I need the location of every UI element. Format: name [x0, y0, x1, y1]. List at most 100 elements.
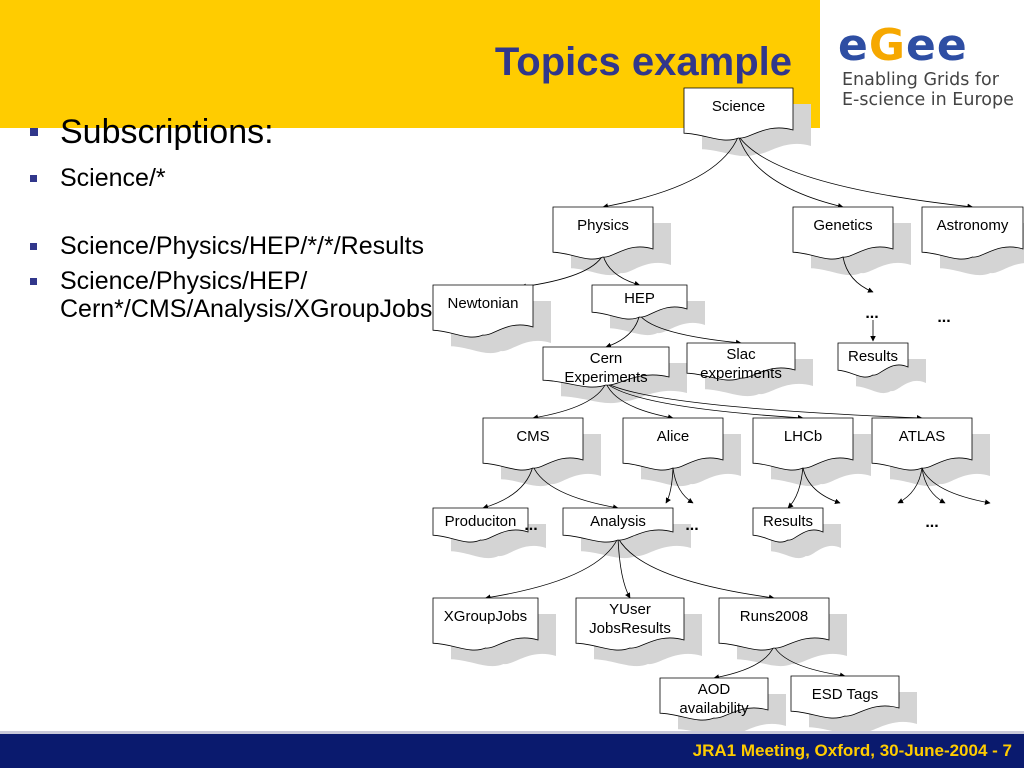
topic-node-label: XGroupJobs [444, 608, 527, 625]
topic-node-label: AOD [698, 681, 731, 698]
footer-band [0, 734, 1024, 768]
ellipsis-marker: ... [865, 305, 878, 322]
topic-node-label: Newtonian [448, 295, 519, 312]
bullet-list: Subscriptions: Science/* Science/Physics/H… [30, 112, 432, 325]
bullet-item: Science/Physics/HEP/ [30, 266, 432, 297]
topic-node-label: JobsResults [589, 620, 671, 637]
topic-node-label: Physics [577, 217, 629, 234]
topic-node-produciton [432, 507, 529, 543]
topic-node-xgroupjobs [432, 597, 539, 651]
topic-node-yuser [575, 597, 685, 651]
bullet-marker [30, 243, 37, 250]
topic-node-label: CMS [516, 428, 549, 445]
ellipsis-marker: ... [524, 517, 537, 534]
topic-node-label: ATLAS [899, 428, 945, 445]
topic-node-runs2008 [718, 597, 830, 651]
topic-node-newtonian [432, 284, 534, 338]
bullet-item: Science/Physics/HEP/*/*/Results [30, 231, 432, 262]
bullet-text: Science/Physics/HEP/*/*/Results [60, 232, 425, 260]
tree-edge [738, 135, 844, 209]
topic-node-physics [552, 206, 654, 260]
topic-node-label: Astronomy [937, 217, 1009, 234]
logo-tagline-2: E-science in Europe [842, 90, 1014, 110]
tree-edge [602, 254, 641, 287]
tree-edge [665, 467, 674, 504]
topic-node-results_gen [837, 342, 909, 378]
tree-edge [532, 382, 607, 420]
bullet-marker [30, 128, 38, 136]
footer-text: JRA1 Meeting, Oxford, 30-June-2004 - 7 [692, 741, 1012, 760]
tree-edge [921, 467, 946, 504]
tree-edge [605, 314, 640, 349]
tree-edge [602, 135, 739, 209]
tree-edge [773, 645, 846, 679]
tree-edge [605, 382, 923, 421]
topic-node-label: Genetics [813, 217, 872, 234]
tree-edge [897, 467, 923, 504]
topic-node-lhcb [752, 417, 854, 471]
topic-node-label: YUser [609, 601, 651, 618]
slide-title: Topics example [494, 40, 792, 84]
topic-node-label: Slac [726, 346, 756, 363]
bullet-item: Subscriptions: [30, 112, 432, 152]
logo-letter: e [838, 20, 868, 71]
tree-edge [921, 467, 991, 505]
tree-edge [738, 135, 974, 210]
ellipsis-marker: ... [937, 309, 950, 326]
bullet-item: Cern*/CMS/Analysis/XGroupJobs [30, 294, 432, 325]
topic-node-label: HEP [624, 290, 655, 307]
topic-node-esd [790, 675, 900, 719]
topic-node-atlas [871, 417, 973, 471]
tree-edge [617, 537, 775, 601]
tree-edge [639, 314, 742, 346]
topic-node-label: Results [763, 513, 813, 530]
topic-node-cms [482, 417, 584, 471]
tree-edge [713, 645, 775, 680]
tree-edge [605, 382, 674, 420]
logo-letter: e [905, 20, 936, 71]
topic-node-aod [659, 677, 769, 721]
topic-node-results_lhcb [752, 507, 824, 543]
bullet-item: Science/* [30, 163, 432, 194]
topic-node-label: experiments [700, 365, 782, 382]
tree-edge [482, 465, 534, 510]
tree-edge [842, 256, 874, 293]
tree-edge [802, 467, 841, 505]
ellipsis-marker: ... [685, 517, 698, 534]
tree-edge [672, 467, 694, 504]
topic-node-label: ESD Tags [812, 686, 878, 703]
topic-node-label: Experiments [564, 369, 647, 386]
topic-node-label: LHCb [784, 428, 822, 445]
topic-node-label: Analysis [590, 513, 646, 530]
tree-edge [787, 465, 804, 509]
topic-node-analysis [562, 507, 674, 543]
logo-tagline-1: Enabling Grids for [842, 70, 999, 90]
tree-edge [484, 537, 619, 600]
topic-node-science [683, 87, 794, 141]
logo-letter: e [936, 20, 967, 71]
bullet-marker [30, 175, 37, 182]
topic-node-label: Produciton [445, 513, 517, 530]
topic-node-label: Results [848, 348, 898, 365]
tree-edge [532, 465, 619, 510]
topic-node-genetics [792, 206, 894, 260]
topic-node-hep [591, 284, 688, 320]
footer-divider [0, 731, 1024, 734]
topic-node-alice [622, 417, 724, 471]
topic-node-label: availability [679, 700, 749, 717]
bullet-text: Science/Physics/HEP/ [60, 267, 308, 295]
tree-edge [520, 254, 604, 290]
tree-edge [617, 537, 631, 599]
topic-node-label: Cern [590, 350, 623, 367]
tree-edge [605, 382, 804, 421]
topic-node-label: Science [712, 98, 765, 115]
bullet-text: Science/* [60, 164, 166, 192]
topic-node-label: Alice [657, 428, 690, 445]
topic-node-label: Runs2008 [740, 608, 808, 625]
bullet-marker [30, 278, 37, 285]
topic-node-cern [542, 346, 670, 388]
header-band [0, 0, 820, 128]
